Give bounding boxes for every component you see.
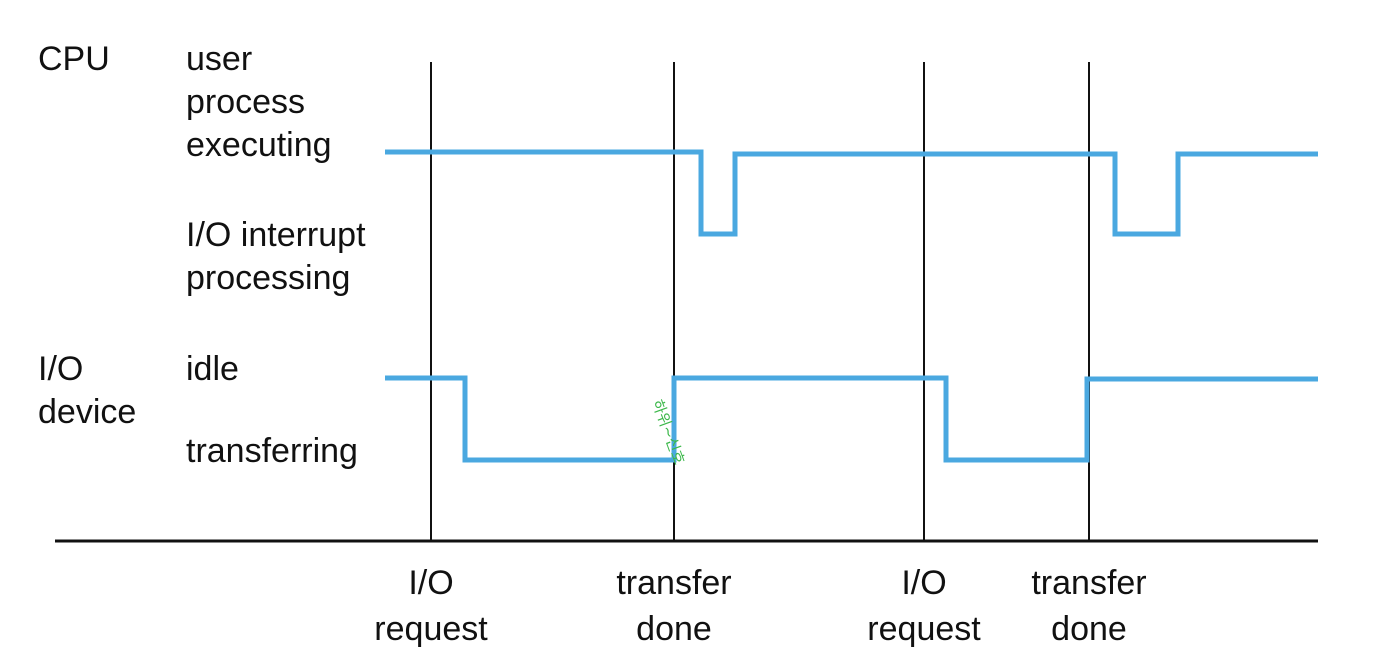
event-label-io-request: I/O request (867, 564, 981, 648)
io-device-row-label: I/O device (38, 350, 137, 431)
event-label-transfer-done: transfer done (1031, 564, 1147, 648)
cpu-waveform (385, 149, 1318, 237)
event-label-io-request: I/O request (374, 564, 488, 648)
cpu-row-label: CPU (38, 40, 110, 78)
handwritten-note-text: 하위~신호 (648, 397, 688, 467)
cpu-low-state-label: I/O interrupt processing (186, 216, 366, 297)
cpu-high-state-label: user process executing (186, 40, 332, 164)
io-high-state-label: idle (186, 350, 239, 388)
io-low-state-label: transferring (186, 432, 358, 470)
io-device-waveform (385, 375, 1318, 463)
handwritten-annotation: 하위~신호 (648, 397, 688, 467)
event-label-transfer-done: transfer done (616, 564, 732, 648)
